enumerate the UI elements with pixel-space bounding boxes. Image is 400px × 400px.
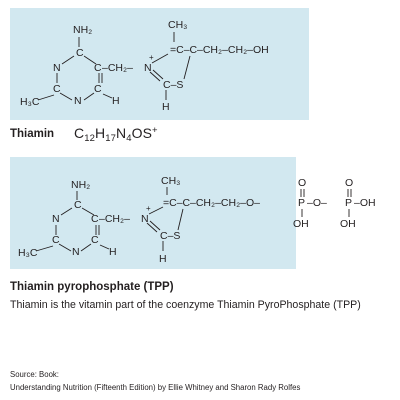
amino-group: NH₂ — [73, 24, 92, 36]
bond — [152, 69, 164, 80]
thiazole-hydrogen: H — [159, 253, 167, 265]
phosphorus-atom: P — [345, 197, 352, 209]
thiazole-ring-bond: C–S — [163, 79, 183, 91]
phosphorus-atom: P — [298, 197, 305, 209]
thiazole-ring-bond: C–S — [160, 230, 180, 242]
amino-group: NH₂ — [71, 179, 90, 191]
thiazolium-nitrogen: N — [144, 62, 152, 74]
source-citation: Understanding Nutrition (Fifteenth Editi… — [10, 383, 301, 392]
thiazole-methyl: CH₃ — [168, 19, 187, 31]
bond — [102, 93, 113, 99]
ring-carbon: C — [94, 83, 102, 95]
ring-carbon: C — [53, 83, 61, 95]
bond — [148, 206, 164, 215]
bond — [61, 55, 75, 65]
bond — [151, 53, 169, 64]
methylene-linker: –CH₂– — [99, 213, 130, 225]
tpp-side-chain: –CH₂–CH₂–O– — [190, 197, 260, 209]
bond — [146, 222, 158, 233]
ring-carbon: C — [52, 234, 60, 246]
methyl-group: H₃C — [20, 96, 40, 108]
bond — [60, 207, 73, 216]
ring-carbon: C — [91, 213, 99, 225]
methyl-group: H₃C — [18, 247, 38, 259]
ring-hydrogen: H — [112, 95, 120, 107]
bond — [183, 55, 191, 80]
thiamin-structure-panel — [10, 8, 309, 120]
ring-hydrogen: H — [109, 246, 117, 258]
ring-carbon: C — [76, 47, 84, 59]
bond — [80, 243, 92, 252]
source-label: Source: Book: — [10, 370, 59, 379]
bond — [81, 207, 95, 216]
bond — [83, 55, 97, 65]
tpp-structure-panel — [10, 157, 296, 269]
thiamin-formula: C12H17N4OS+ — [74, 125, 158, 144]
ring-nitrogen: N — [52, 213, 60, 225]
hydroxyl-group: OH — [293, 218, 309, 230]
bond — [35, 245, 54, 252]
hydroxyl-group: OH — [340, 218, 356, 230]
bond — [58, 243, 72, 252]
positive-charge: + — [146, 204, 151, 213]
terminal-hydroxyl: –OH — [354, 197, 376, 209]
bridging-oxygen: –O– — [307, 197, 327, 209]
ring-nitrogen: N — [74, 95, 82, 107]
ring-nitrogen: N — [53, 62, 61, 74]
ring-carbon: C — [74, 199, 82, 211]
ring-carbon: C — [94, 62, 102, 74]
bond — [37, 94, 55, 101]
bond — [149, 220, 161, 231]
ring-carbon: C — [91, 234, 99, 246]
thiamin-side-chain: –CH₂–CH₂–OH — [197, 44, 269, 56]
bond — [177, 208, 184, 231]
thiamin-title: Thiamin — [10, 128, 55, 140]
tpp-description: Thiamin is the vitamin part of the coenz… — [10, 299, 361, 311]
thiazolium-nitrogen: N — [141, 213, 149, 225]
thiazole-hydrogen: H — [162, 101, 170, 113]
thiazole-carbon: =C–C — [163, 197, 191, 209]
bond — [59, 92, 73, 101]
positive-charge: + — [149, 53, 154, 62]
phosphoryl-oxygen: O — [298, 177, 306, 189]
methylene-linker: –CH₂– — [102, 62, 133, 74]
phosphoryl-oxygen: O — [345, 177, 353, 189]
thiazole-carbon: =C–C — [170, 44, 198, 56]
tpp-title: Thiamin pyrophosphate (TPP) — [10, 281, 174, 293]
ring-nitrogen: N — [72, 246, 80, 258]
bond — [83, 92, 95, 101]
bond — [149, 71, 161, 82]
bond — [99, 244, 110, 250]
thiazole-methyl: CH₃ — [161, 175, 180, 187]
